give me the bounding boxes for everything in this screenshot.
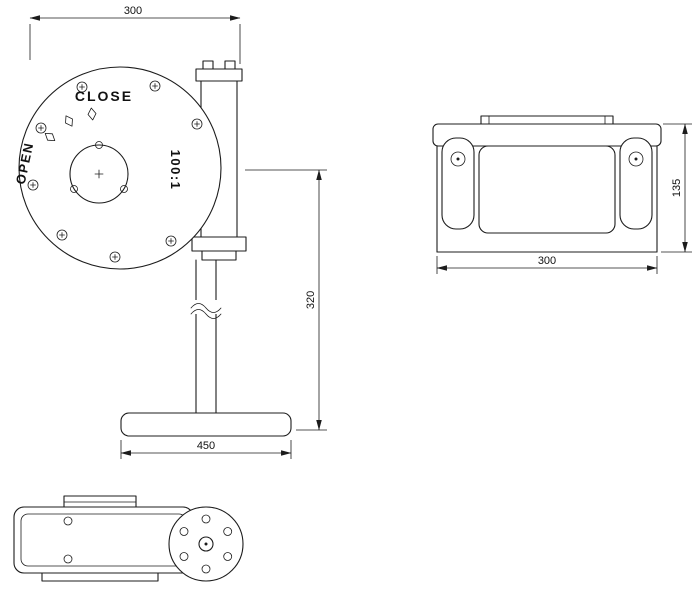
plan-bolt bbox=[63, 554, 73, 564]
hub-bolt bbox=[95, 141, 103, 149]
bolt bbox=[76, 81, 88, 93]
break-line bbox=[190, 309, 222, 319]
boss-hole bbox=[450, 151, 466, 167]
hub-circle bbox=[69, 144, 129, 204]
plan-bolt bbox=[63, 516, 73, 526]
dimension-value: 135 bbox=[671, 179, 683, 197]
side-view: 135 300 bbox=[432, 115, 692, 274]
close-label: CLOSE bbox=[75, 88, 133, 104]
indicator-diamonds bbox=[44, 107, 97, 142]
hub-bolt bbox=[70, 185, 78, 193]
flange-center-hole bbox=[198, 536, 214, 552]
bolt-boss-right bbox=[619, 137, 653, 230]
top-tab bbox=[63, 495, 137, 508]
boss-center bbox=[456, 157, 460, 161]
dimension-value: 300 bbox=[124, 5, 142, 17]
flange-bolt-hole bbox=[201, 514, 211, 524]
plan-body bbox=[13, 506, 194, 574]
column-top-flange bbox=[195, 68, 243, 82]
bolt bbox=[56, 229, 68, 241]
column-top-bolt bbox=[224, 60, 236, 70]
gear-flange bbox=[168, 506, 244, 582]
dimension-right-height: 320 bbox=[245, 169, 327, 431]
housing-handle bbox=[480, 115, 614, 125]
boss-hole bbox=[628, 151, 644, 167]
column-top-bolt bbox=[202, 60, 214, 70]
bolt bbox=[149, 80, 161, 92]
flange-bolt-hole bbox=[179, 552, 189, 561]
indicator-diamond bbox=[65, 115, 73, 127]
base-plate bbox=[120, 412, 292, 437]
bolt bbox=[165, 235, 177, 247]
indicator-diamond bbox=[44, 132, 56, 142]
flange-center-dot bbox=[204, 542, 208, 546]
inner-panel bbox=[478, 145, 616, 234]
indicator-diamond bbox=[87, 107, 97, 121]
gear-ratio-label: 100:1 bbox=[168, 150, 183, 191]
flange-bolt-hole bbox=[223, 552, 233, 561]
housing-body bbox=[436, 145, 658, 253]
dimension-value: 320 bbox=[305, 291, 317, 309]
dimension-value: 300 bbox=[538, 255, 556, 267]
flange-bolt-hole bbox=[223, 527, 233, 536]
flange-bolt-hole bbox=[179, 527, 189, 536]
bolt bbox=[27, 179, 39, 191]
dimension-side-height: 135 bbox=[661, 123, 692, 253]
plan-view bbox=[13, 495, 244, 582]
bolt-boss-left bbox=[441, 137, 475, 230]
handle-strip bbox=[480, 115, 614, 125]
flange-bolt-hole bbox=[201, 564, 211, 574]
dimension-value: 450 bbox=[197, 440, 215, 452]
bolt bbox=[191, 118, 203, 130]
break-line bbox=[190, 303, 222, 313]
boss-center bbox=[634, 157, 638, 161]
dimension-base-width: 450 bbox=[120, 440, 292, 459]
front-view: CLOSE OPEN 100:1 300 320 450 bbox=[13, 5, 327, 459]
bolt bbox=[35, 122, 47, 134]
boss-outline bbox=[619, 137, 653, 230]
bolt bbox=[109, 251, 121, 263]
bottom-tab bbox=[41, 572, 159, 582]
handwheel-hub bbox=[69, 141, 129, 204]
valve-stem bbox=[190, 259, 222, 414]
dimension-top-width: 300 bbox=[29, 5, 241, 64]
dimension-side-width: 300 bbox=[436, 255, 658, 274]
column-bottom-flange bbox=[191, 236, 247, 252]
column-step bbox=[201, 250, 237, 261]
housing-bolts bbox=[27, 80, 203, 263]
boss-outline bbox=[441, 137, 475, 230]
hub-bolt bbox=[120, 185, 128, 193]
plan-inner-outline bbox=[20, 513, 187, 567]
